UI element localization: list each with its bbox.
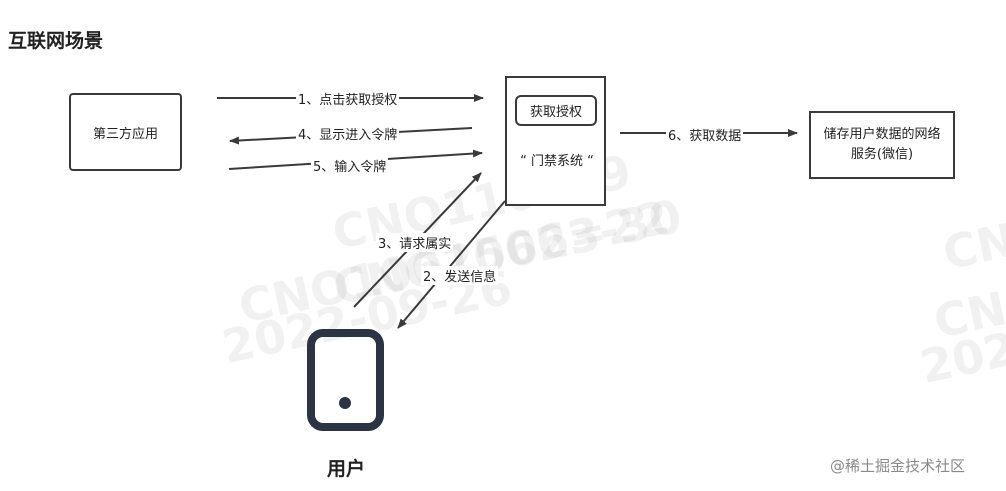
phone-icon bbox=[307, 329, 384, 431]
third-party-app-label: 第三方应用 bbox=[92, 126, 158, 142]
edge-2-arrow bbox=[397, 200, 506, 329]
user-data-service-label: 储存用户数据的网络服务(微信) bbox=[823, 127, 941, 162]
edge-6-label: 6、获取数据 bbox=[666, 125, 744, 144]
access-control-system-label: “ 门禁系统 “ bbox=[520, 154, 594, 169]
user-data-service-node: 储存用户数据的网络服务(微信) bbox=[809, 111, 955, 179]
user-label: 用户 bbox=[327, 458, 366, 480]
footer-credit: @稀土掘金技术社区 bbox=[830, 457, 966, 475]
get-authorization-node: 获取授权 bbox=[515, 95, 597, 126]
edge-1-label: 1、点击获取授权 bbox=[296, 89, 400, 108]
edge-3-label: 3、请求属实 bbox=[376, 233, 454, 252]
get-authorization-label: 获取授权 bbox=[529, 105, 582, 120]
third-party-app-node: 第三方应用 bbox=[69, 93, 182, 171]
edge-2-label: 2、发送信息 bbox=[421, 266, 499, 285]
edge-4-label: 4、显示进入令牌 bbox=[296, 124, 400, 143]
page-title: 互联网场景 bbox=[8, 30, 104, 52]
edge-5-label: 5、输入令牌 bbox=[311, 156, 389, 175]
